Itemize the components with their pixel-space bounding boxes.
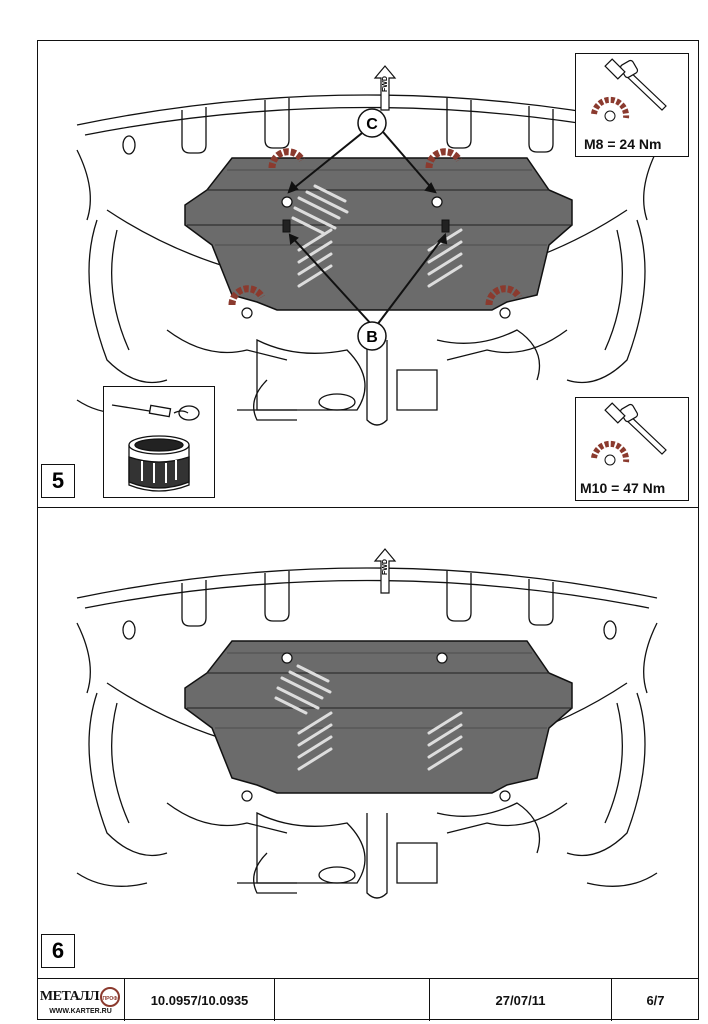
paint-can-icon [111,404,200,492]
torque-m8-label: M8 = 24 Nm [584,136,662,152]
torque-box-m10: M10 = 47 Nm [575,397,689,501]
torque-m10-label: M10 = 47 Nm [580,480,666,496]
fwd-arrow: FWD [373,65,397,111]
callout-c-label: C [366,116,378,133]
callout-b: B [357,321,387,351]
rotation-arrows [228,148,523,306]
fwd-arrow: FWD [373,548,397,594]
part-number-cell: 10.0957/10.0935 [125,979,275,1021]
step-number-6: 6 [41,934,75,968]
skid-plate [184,157,573,311]
fwd-label: FWD [382,559,389,575]
bolt-group [241,652,511,802]
rotate-icon [591,96,630,119]
rotate-icon [591,440,630,463]
page-cell: 6/7 [646,992,665,1008]
logo-ring-text: ПРОФ [103,996,119,1002]
drawing-frame [37,40,699,1020]
callout-b-label: B [366,329,378,346]
step-5-panel: FWD C B M8 [37,40,699,508]
step-6-panel: FWD 6 [37,508,699,978]
wrench-icon [591,402,667,466]
fwd-label: FWD [382,76,389,92]
date-cell: 27/07/11 [430,979,612,1021]
torque-box-m8: M8 = 24 Nm [575,53,689,157]
callout-c: C [357,108,387,138]
step-6-illustration: FWD [76,548,658,899]
blank-cell [275,979,430,1021]
skid-plate-installed [184,640,573,794]
wrench-icon [591,58,667,122]
paint-can-box [103,386,215,498]
logo-site: WWW.KARTER.RU [49,1007,112,1015]
title-block: МЕТАЛЛ ПРОФ WWW.KARTER.RU 10.0957/10.093… [37,978,699,1021]
step-5-illustration: FWD C B [76,65,658,426]
step-number-5: 5 [41,464,75,498]
bolt-b-group [282,219,450,233]
logo-text: МЕТАЛЛ [39,988,100,1004]
bolt-group [241,196,511,319]
logo-ring-icon: ПРОФ [100,986,121,1007]
logo-cell: МЕТАЛЛ ПРОФ WWW.KARTER.RU [37,979,125,1021]
